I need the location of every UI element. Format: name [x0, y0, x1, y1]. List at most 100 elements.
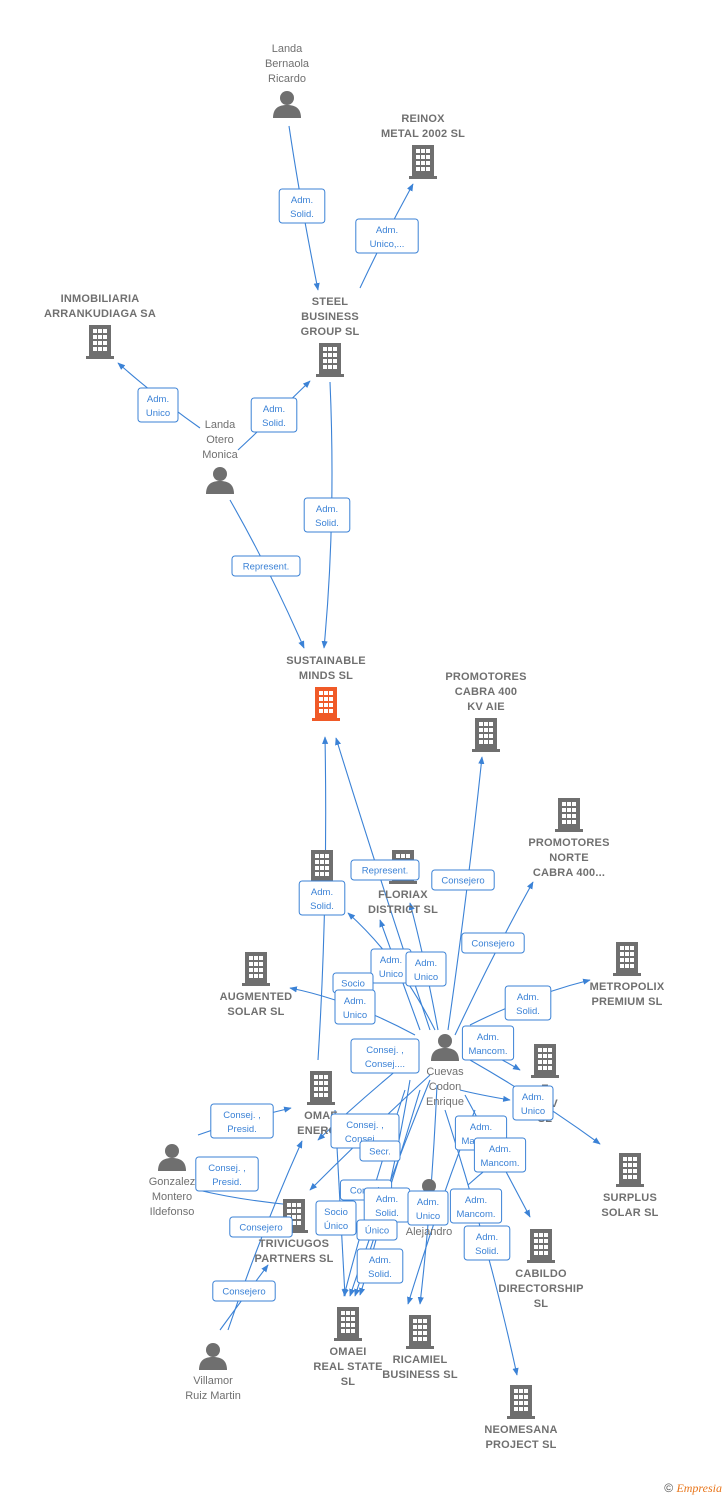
person-icon	[199, 1343, 227, 1370]
edge-label-box	[298, 880, 346, 916]
edge-role-label[interactable]: Adm.Mancom.	[473, 1137, 527, 1173]
edge-label-text: Represent.	[243, 562, 289, 573]
node-label-line: MINDS SL	[299, 670, 353, 682]
edge-role-label[interactable]: Consejero	[229, 1216, 293, 1238]
edge-role-label[interactable]: Consej. ,Presid.	[210, 1103, 274, 1139]
edge-role-label[interactable]: Consej. ,Consej....	[350, 1038, 420, 1074]
edge-role-label[interactable]: Adm.Solid.	[278, 188, 326, 224]
building-icon	[312, 687, 340, 721]
edge-role-label[interactable]: Adm.Unico	[405, 951, 447, 987]
node-label-line: PROMOTORES	[445, 671, 526, 683]
edge-role-label[interactable]: Secr.	[359, 1140, 401, 1162]
edge-label-text: Adm.	[465, 1195, 487, 1206]
node-label-line: Ruiz Martin	[185, 1390, 241, 1402]
relationship-edge	[197, 1189, 293, 1208]
edge-label-text: Solid.	[290, 209, 314, 220]
edge-role-label[interactable]: Consej. ,Consej....	[330, 1113, 400, 1149]
edge-label-box	[212, 1280, 276, 1302]
edge-role-label[interactable]: Adm.Solid.	[298, 880, 346, 916]
edge-label-box	[250, 397, 298, 433]
node-label-line: Villamor	[193, 1375, 233, 1387]
copyright-notice: © Empresia	[664, 1481, 722, 1496]
edge-role-label[interactable]: Adm.Solid.	[303, 497, 351, 533]
edge-label-box	[405, 951, 447, 987]
edge-role-label[interactable]: Adm.Unico	[407, 1190, 449, 1226]
brand-logo[interactable]: Empresia	[676, 1481, 722, 1495]
edge-role-label[interactable]: Adm.Solid.	[250, 397, 298, 433]
edge-role-label[interactable]: Adm. Mancom.	[449, 1188, 503, 1224]
edge-role-label[interactable]: Consejero	[212, 1280, 276, 1302]
edge-label-text: Adm.	[380, 955, 402, 966]
node-label-line: INMOBILIARIA	[61, 293, 140, 305]
edge-label-text: Adm.	[470, 1122, 492, 1133]
edge-role-label[interactable]: Socio	[332, 972, 374, 994]
edge-label-box	[356, 1219, 398, 1241]
edge-label-text: Unico	[146, 408, 170, 419]
edge-label-box	[407, 1190, 449, 1226]
building-icon	[527, 1229, 555, 1263]
edge-label-text: Consej. ,	[366, 1045, 404, 1056]
edge-label-text: Unico	[414, 972, 438, 983]
edge-role-label[interactable]: Adm.Mancom.	[461, 1025, 515, 1061]
edge-role-label[interactable]: Consejero	[461, 932, 525, 954]
edge-label-box	[355, 218, 419, 254]
building-icon	[334, 1307, 362, 1341]
edge-label-text: Adm.	[522, 1092, 544, 1103]
edge-label-text: Consejero	[222, 1287, 265, 1298]
edge-role-label[interactable]: Represent.	[231, 555, 301, 577]
edge-role-label[interactable]: Único	[356, 1219, 398, 1241]
edge-label-text: Solid.	[475, 1246, 499, 1257]
edge-role-label[interactable]: Adm.Solid.	[463, 1225, 511, 1261]
node-label-line: Bernaola	[265, 58, 310, 70]
edge-label-box	[449, 1188, 503, 1224]
person-icon	[273, 91, 301, 118]
node-label-line: SOLAR SL	[601, 1207, 658, 1219]
edge-role-label[interactable]: Adm.Unico	[370, 948, 412, 984]
node-label-line: METAL 2002 SL	[381, 128, 465, 140]
edge-label-box	[195, 1156, 259, 1192]
edge-role-label[interactable]: Adm.Solid.	[363, 1187, 411, 1223]
node-label-line: OMAEI	[329, 1346, 366, 1358]
edge-role-label[interactable]: Adm.Unico	[512, 1085, 554, 1121]
node-label-line: SL	[341, 1376, 356, 1388]
edge-role-label[interactable]: Adm.Unico	[334, 989, 376, 1025]
edge-role-label[interactable]: Adm.Unico,...	[355, 218, 419, 254]
node-label-line: TRIVICUGOS	[259, 1238, 329, 1250]
edge-label-text: Solid.	[310, 901, 334, 912]
edge-role-label[interactable]: Adm.Solid.	[504, 985, 552, 1021]
edge-role-label[interactable]: Adm. Solid.	[356, 1248, 404, 1284]
node-label-line: Landa	[205, 419, 236, 431]
edge-role-label[interactable]: Consejero	[431, 869, 495, 891]
edge-label-box	[137, 387, 179, 423]
edge-label-text: Adm.	[369, 1255, 391, 1266]
node-label-line: Cuevas	[426, 1066, 464, 1078]
edge-role-label[interactable]: Adm.Unico	[137, 387, 179, 423]
edge-label-text: Mancom.	[456, 1209, 495, 1220]
edge-role-label[interactable]: Represent.	[350, 859, 420, 881]
relationship-edge	[459, 1089, 511, 1102]
edge-role-label[interactable]: Consej. ,Presid.	[195, 1156, 259, 1192]
edge-label-text: Solid.	[368, 1269, 392, 1280]
node-label-line: GROUP SL	[301, 326, 360, 338]
